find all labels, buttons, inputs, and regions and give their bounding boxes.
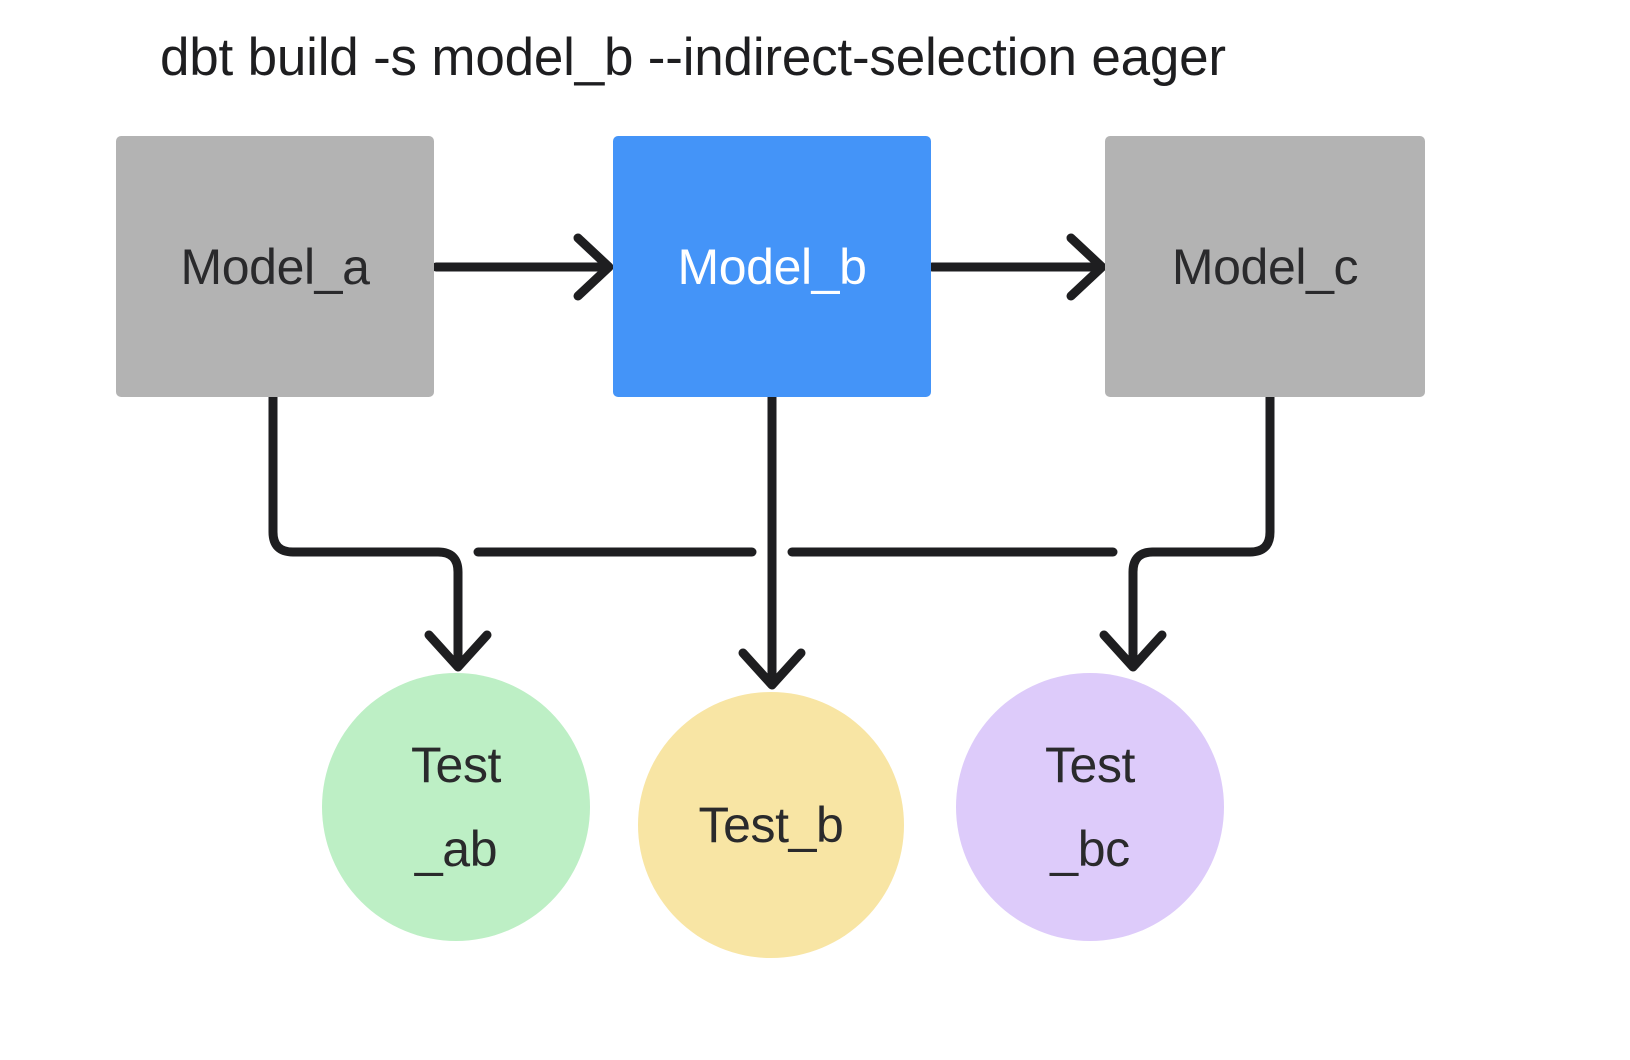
node-label-model-b: Model_b — [677, 238, 867, 295]
node-model-b[interactable]: Model_b — [613, 136, 931, 397]
node-label-test-ab-line2: _ab — [414, 821, 498, 877]
node-label-test-bc-line2: _bc — [1050, 821, 1130, 877]
edge-model-c-stem — [1148, 392, 1275, 557]
edge-to-test-ab — [424, 547, 492, 672]
node-test-b[interactable]: Test_b — [638, 692, 904, 958]
node-label-model-a: Model_a — [180, 238, 370, 295]
node-label-model-c: Model_c — [1171, 238, 1359, 295]
edge-model-a-to-model-b — [431, 233, 614, 301]
node-label-test-b-line1: Test_b — [698, 797, 844, 853]
node-label-test-bc-line1: Test — [1044, 737, 1136, 793]
edge-to-test-bc — [1099, 547, 1167, 672]
node-label-test-ab-line1: Test — [410, 737, 502, 793]
node-test-ab[interactable]: Test _ab — [322, 673, 590, 941]
diagram-title: dbt build -s model_b --indirect-selectio… — [160, 28, 1226, 87]
node-model-c[interactable]: Model_c — [1105, 136, 1425, 397]
edge-model-b-to-model-c — [927, 233, 1107, 301]
edge-model-a-stem — [268, 392, 443, 557]
edge-model-b-to-test-b — [738, 392, 806, 690]
node-test-bc[interactable]: Test _bc — [956, 673, 1224, 941]
node-model-a[interactable]: Model_a — [116, 136, 434, 397]
